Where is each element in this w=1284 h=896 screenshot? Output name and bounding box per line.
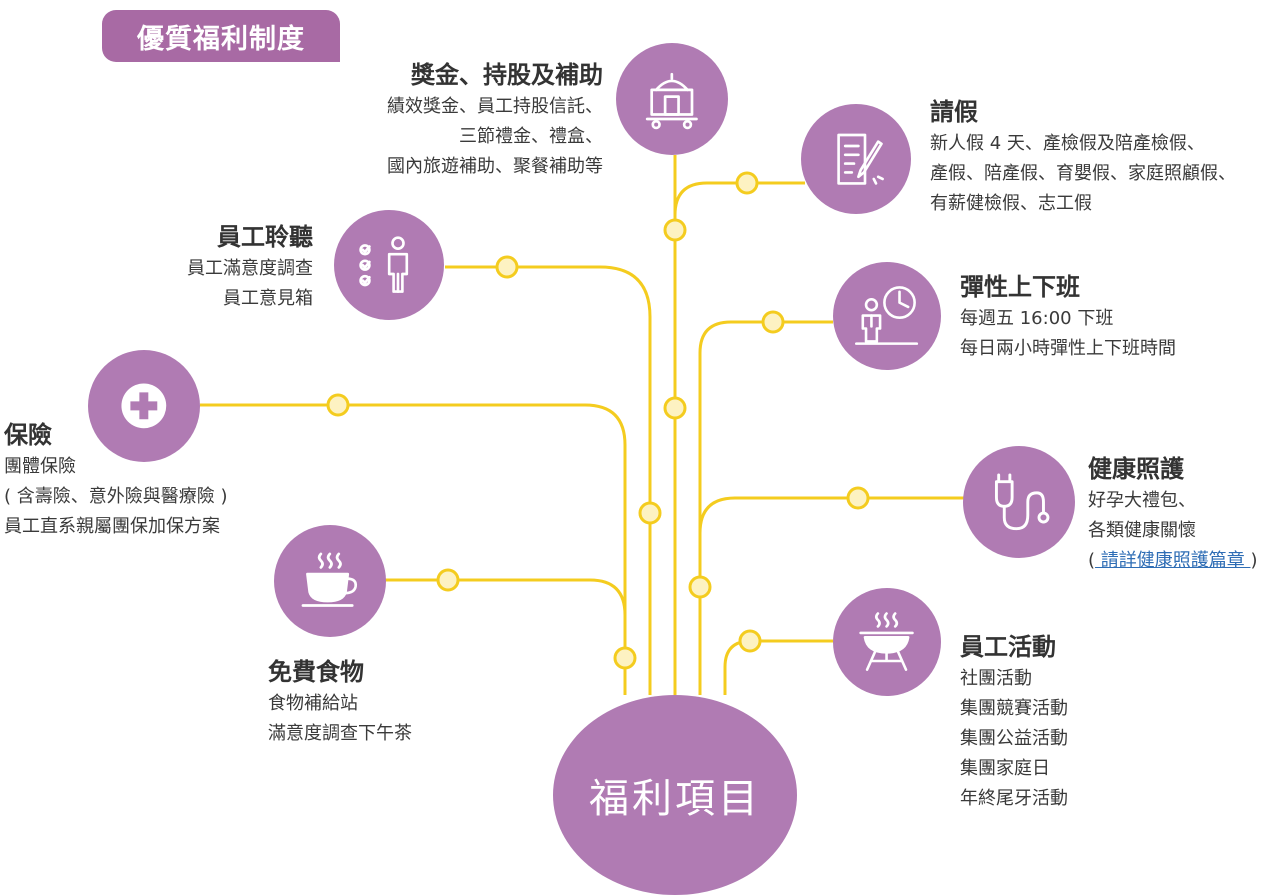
- flex-block: 彈性上下班 每週五 16:00 下班 每日兩小時彈性上下班時間: [960, 270, 1176, 364]
- leave-title: 請假: [930, 98, 978, 126]
- leave-line: 新人假 4 天、產檢假及陪產檢假、: [930, 133, 1205, 154]
- coffee-cup-icon: [301, 552, 358, 607]
- health-circle: [963, 446, 1075, 558]
- activity-circle: [833, 588, 941, 696]
- clock-person-icon: [855, 286, 919, 346]
- medical-cross-icon: [121, 383, 167, 429]
- leave-line: 產假、陪產假、育嬰假、家庭照顧假、: [930, 163, 1236, 184]
- listen-title: 員工聆聽: [217, 223, 313, 251]
- bonus-block: 獎金、持股及補助 績效獎金、員工持股信託、 三節禮金、禮盒、 國內旅遊補助、聚餐…: [387, 58, 603, 182]
- junction-dot: [436, 568, 460, 592]
- stethoscope-icon: [995, 473, 1050, 531]
- listen-block: 員工聆聽 員工滿意度調查 員工意見箱: [187, 220, 313, 314]
- junction-dot: [663, 396, 687, 420]
- section-header-tab: 優質福利制度: [102, 10, 340, 62]
- flex-line: 每日兩小時彈性上下班時間: [960, 338, 1176, 359]
- luggage-cart-icon: [646, 73, 698, 130]
- leave-circle: [801, 104, 911, 214]
- junction-dot: [613, 646, 637, 670]
- bbq-grill-icon: [859, 612, 915, 672]
- health-line: 各類健康關懷: [1088, 520, 1196, 541]
- bonus-line: 三節禮金、禮盒、: [459, 126, 603, 147]
- food-block: 免費食物 食物補給站 滿意度調查下午茶: [268, 655, 412, 749]
- junction-dot: [738, 629, 762, 653]
- flex-line: 每週五 16:00 下班: [960, 308, 1114, 329]
- hub-label: 福利項目: [589, 776, 761, 822]
- insurance-line: 團體保險: [4, 456, 76, 477]
- insurance-block: 保險 團體保險 ( 含壽險、意外險與醫療險 ) 員工直系親屬團保加保方案: [4, 418, 228, 542]
- listen-line: 員工滿意度調查: [187, 258, 313, 279]
- junction-dot: [846, 486, 870, 510]
- junction-dot: [688, 575, 712, 599]
- bonus-title: 獎金、持股及補助: [411, 61, 603, 89]
- activity-line: 社團活動: [960, 668, 1032, 689]
- activity-line: 年終尾牙活動: [960, 788, 1068, 809]
- food-circle: [274, 525, 386, 637]
- junction-dot: [495, 255, 519, 279]
- activity-line: 集團競賽活動: [960, 698, 1068, 719]
- listen-line: 員工意見箱: [223, 288, 313, 309]
- health-title: 健康照護: [1088, 455, 1184, 483]
- checklist-person-icon: [359, 236, 408, 293]
- activity-block: 員工活動 社團活動 集團競賽活動 集團公益活動 集團家庭日 年終尾牙活動: [960, 630, 1068, 814]
- bonus-circle: [616, 43, 728, 155]
- activity-line: 集團家庭日: [960, 758, 1050, 779]
- bonus-line: 績效獎金、員工持股信託、: [387, 96, 603, 117]
- junction-dot: [638, 501, 662, 525]
- benefits-hub: 福利項目: [553, 695, 797, 895]
- leave-line: 有薪健檢假、志工假: [930, 193, 1092, 214]
- food-line: 食物補給站: [268, 693, 358, 714]
- flex-circle: [833, 262, 941, 370]
- leave-block: 請假 新人假 4 天、產檢假及陪產檢假、 產假、陪產假、育嬰假、家庭照顧假、 有…: [930, 95, 1236, 219]
- activity-title: 員工活動: [960, 633, 1056, 661]
- bonus-line: 國內旅遊補助、聚餐補助等: [387, 156, 603, 177]
- junction-dot: [761, 310, 785, 334]
- food-line: 滿意度調查下午茶: [268, 723, 412, 744]
- insurance-line: 員工直系親屬團保加保方案: [4, 516, 220, 537]
- junction-dot: [663, 218, 687, 242]
- section-header-label: 優質福利制度: [137, 23, 305, 55]
- junction-dot: [326, 393, 350, 417]
- health-chapter-link[interactable]: 請詳健康照護篇章: [1095, 550, 1251, 571]
- link-open-paren: (: [1088, 550, 1096, 571]
- insurance-title: 保險: [4, 421, 52, 449]
- health-line: 好孕大禮包、: [1088, 490, 1196, 511]
- flex-title: 彈性上下班: [960, 273, 1080, 301]
- insurance-circle: [88, 350, 200, 462]
- document-pen-icon: [837, 133, 884, 185]
- link-close-paren: ): [1250, 550, 1258, 571]
- activity-line: 集團公益活動: [960, 728, 1068, 749]
- food-title: 免費食物: [268, 658, 364, 686]
- junction-dot: [735, 171, 759, 195]
- listen-circle: [334, 210, 444, 320]
- health-link-line: ( 請詳健康照護篇章 ): [1088, 546, 1258, 576]
- insurance-line: ( 含壽險、意外險與醫療險 ): [4, 486, 228, 507]
- health-block: 健康照護 好孕大禮包、 各類健康關懷 ( 請詳健康照護篇章 ): [1088, 452, 1258, 576]
